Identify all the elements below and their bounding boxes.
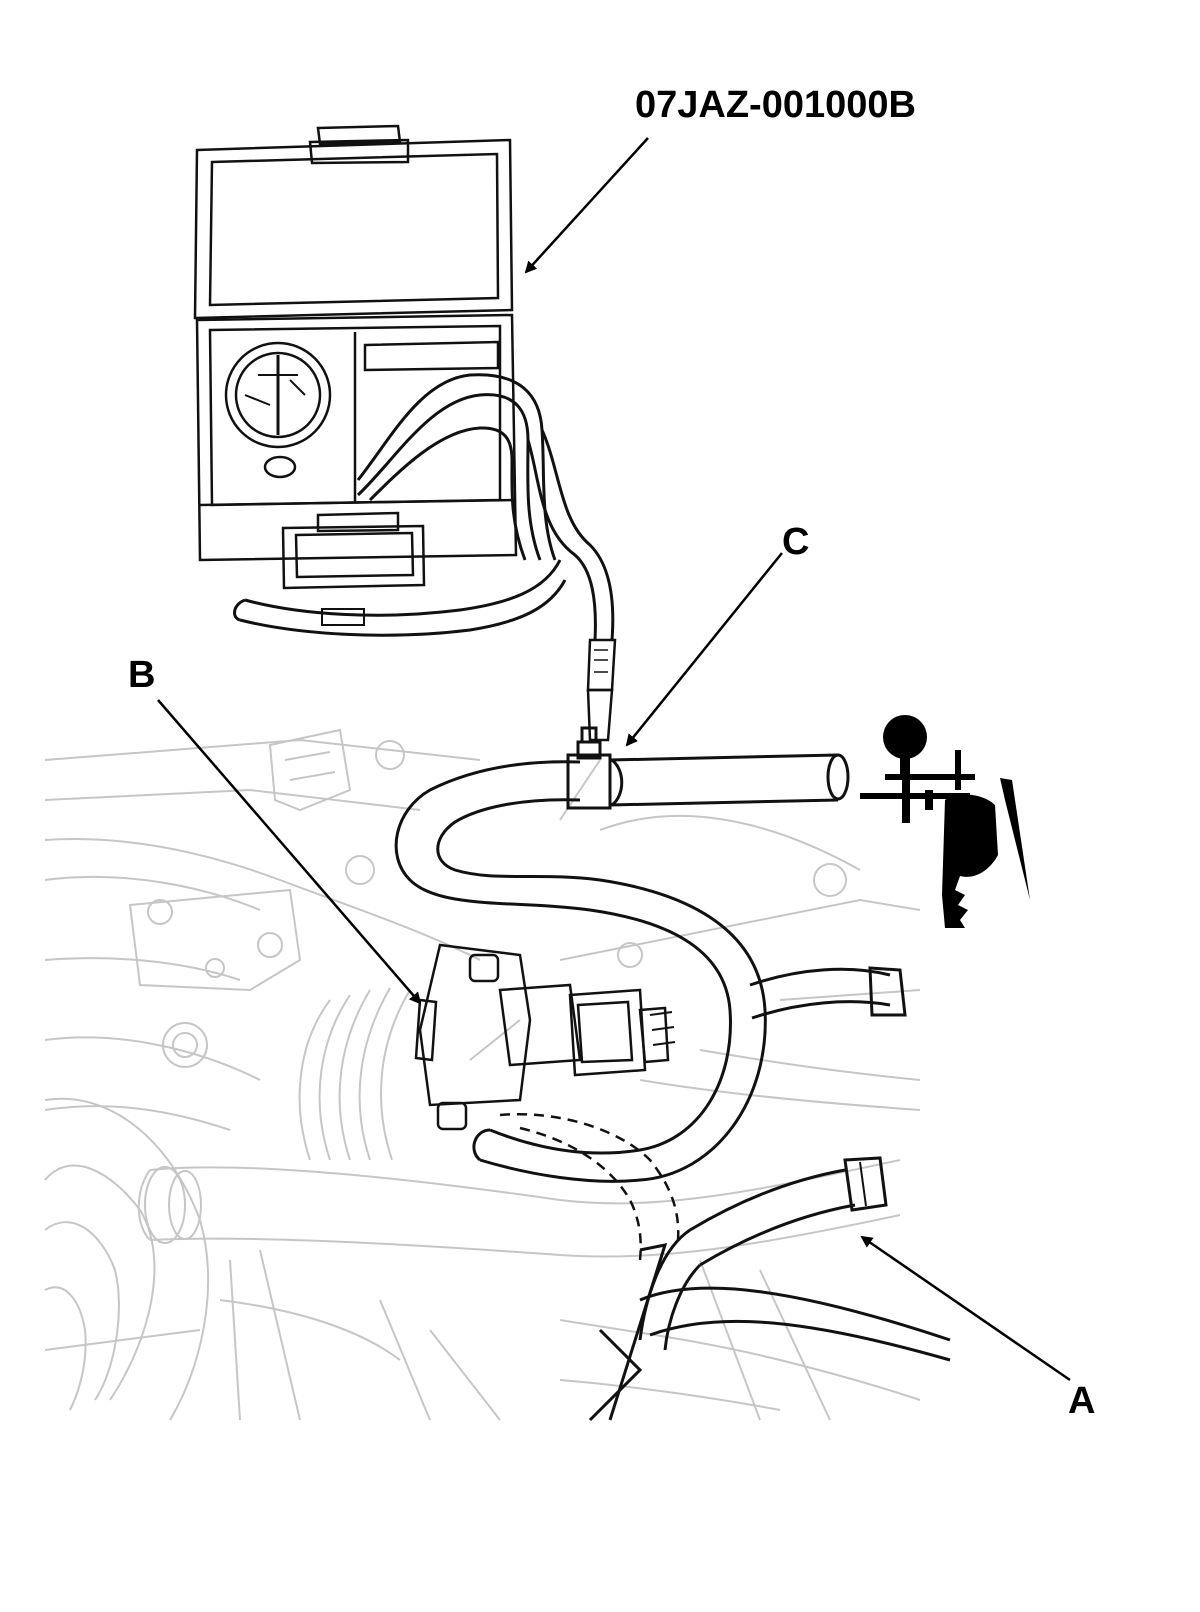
callout-arrows	[157, 137, 1071, 1382]
callout-b-label: B	[128, 654, 156, 696]
hose-a	[588, 966, 951, 1422]
engine-bay-background	[44, 728, 921, 1421]
s-hose-assembly	[394, 726, 850, 1261]
callout-a-label: A	[1068, 1380, 1096, 1422]
arrow-c	[625, 552, 783, 747]
arrow-a	[860, 1235, 1071, 1382]
hand-vacuum-pump-icon	[860, 715, 1030, 928]
purge-valve	[414, 943, 676, 1131]
evap-pressure-tester-case-icon	[193, 124, 617, 742]
tool-number-label: 07JAZ-001000B	[635, 84, 916, 126]
arrow-tool	[524, 137, 649, 274]
arrow-b	[157, 699, 422, 1005]
callout-c-label: C	[782, 521, 810, 563]
